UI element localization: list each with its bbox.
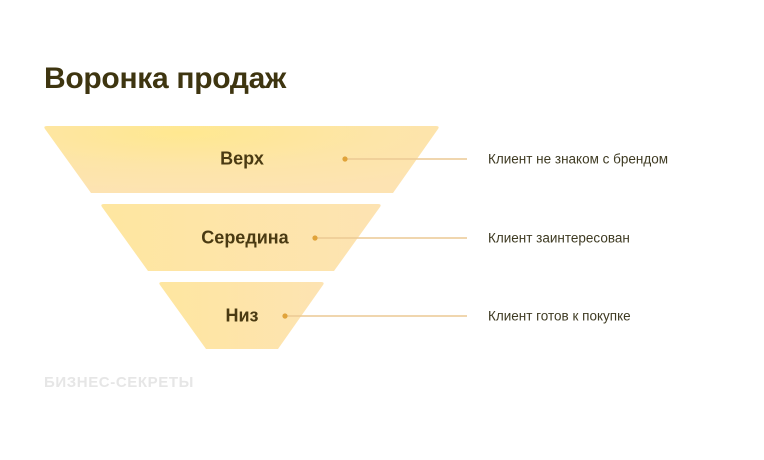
funnel-stage-bottom	[159, 282, 324, 349]
funnel-stage-middle	[101, 204, 381, 271]
stage-label-bottom: Низ	[225, 305, 259, 326]
stage-label-top: Верх	[220, 148, 264, 169]
stage-label-middle: Середина	[201, 227, 289, 248]
stage-description-top: Клиент не знаком с брендом	[488, 151, 669, 167]
stage-description-bottom: Клиент готов к покупке	[488, 308, 631, 324]
brand-watermark: БИЗНЕС-СЕКРЕТЫ	[44, 374, 194, 391]
connector-middle	[312, 235, 467, 241]
page-title: Воронка продаж	[44, 62, 286, 95]
stage-description-middle: Клиент заинтересован	[488, 230, 630, 246]
connector-bottom	[282, 313, 467, 319]
connector-top	[342, 156, 467, 162]
funnel-stage-top	[44, 126, 439, 193]
